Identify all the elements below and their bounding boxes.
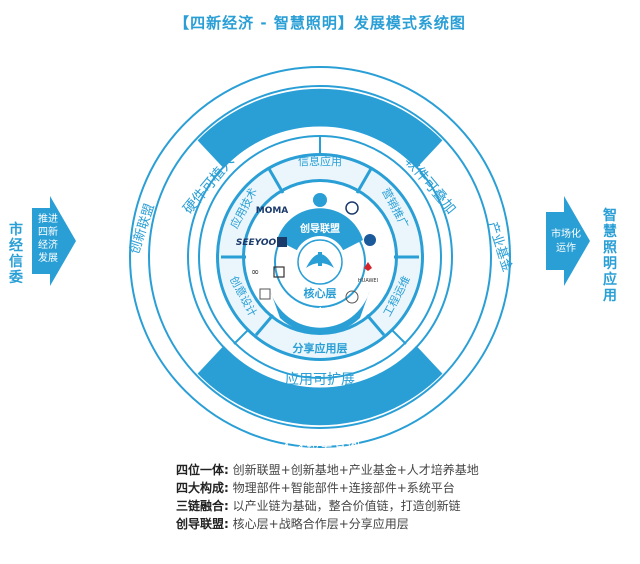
partner-logo-bottom-left bbox=[259, 288, 271, 300]
middle-bottom-label: 应用可扩展 bbox=[285, 371, 355, 388]
outer-ring-bottom-segment bbox=[197, 345, 443, 426]
left-arrow-text: 推进 四新 经济 发展 bbox=[38, 214, 58, 264]
legend-row: 创导联盟: 核心层+战略合作层+分享应用层 bbox=[176, 517, 409, 531]
partner-logo-top bbox=[313, 193, 327, 207]
core-bottom-label: 战略合作层 bbox=[295, 306, 345, 319]
huawei-logo-text: HUAWEI bbox=[358, 278, 378, 284]
outer-ring-top-segment bbox=[197, 88, 443, 169]
core-top-label: 创导联盟 bbox=[299, 222, 340, 235]
partner-logo-box bbox=[273, 266, 285, 278]
seeyoo-logo: SEEYOO bbox=[236, 238, 277, 248]
inner-top-label: 信息应用 bbox=[298, 154, 342, 168]
left-arrow bbox=[32, 196, 76, 286]
huawei-logo-icon bbox=[364, 262, 372, 271]
infinity-logo: ∞ bbox=[251, 267, 259, 278]
outer-ring bbox=[148, 85, 492, 429]
outer-top-label: 创新基地 bbox=[290, 44, 349, 64]
core-center-label: 核心层 bbox=[304, 286, 337, 300]
right-arrow bbox=[546, 196, 590, 286]
right-arrow-text: 市场化 运作 bbox=[551, 229, 581, 254]
right-vertical-text: 智慧照明应用 bbox=[603, 208, 617, 304]
system-diagram: 创新基地 人才培养基地 创新联盟 产业基金 硬件可植入 软件可叠加 应用可扩展 … bbox=[32, 44, 590, 458]
inner-bottom-label: 分享应用层 bbox=[293, 341, 348, 355]
partner-logo-square bbox=[277, 237, 287, 247]
core bbox=[270, 208, 370, 334]
partner-logo-top-right bbox=[345, 201, 359, 215]
legend-row: 三链融合: 以产业链为基础，整合价值链，打造创新链 bbox=[176, 499, 461, 513]
outer-bottom-label: 人才培养基地 bbox=[278, 437, 363, 458]
partner-logo-right bbox=[364, 234, 376, 246]
legend-row: 四大构成: 物理部件+智能部件+连接部件+系统平台 bbox=[176, 481, 455, 495]
partner-logo-bottom-right bbox=[345, 290, 359, 304]
moma-logo: MOMA bbox=[256, 206, 289, 216]
left-vertical-text: 市经信委 bbox=[9, 222, 23, 286]
diagram-title: 【四新经济 - 智慧照明】发展模式系统图 bbox=[174, 14, 466, 32]
legend-row: 四位一体: 创新联盟+创新基地+产业基金+人才培养基地 bbox=[176, 463, 479, 477]
legend: 四位一体: 创新联盟+创新基地+产业基金+人才培养基地 四大构成: 物理部件+智… bbox=[176, 461, 479, 533]
partner-logos: MOMA SEEYOO ∞ HUAWEI bbox=[236, 193, 378, 304]
